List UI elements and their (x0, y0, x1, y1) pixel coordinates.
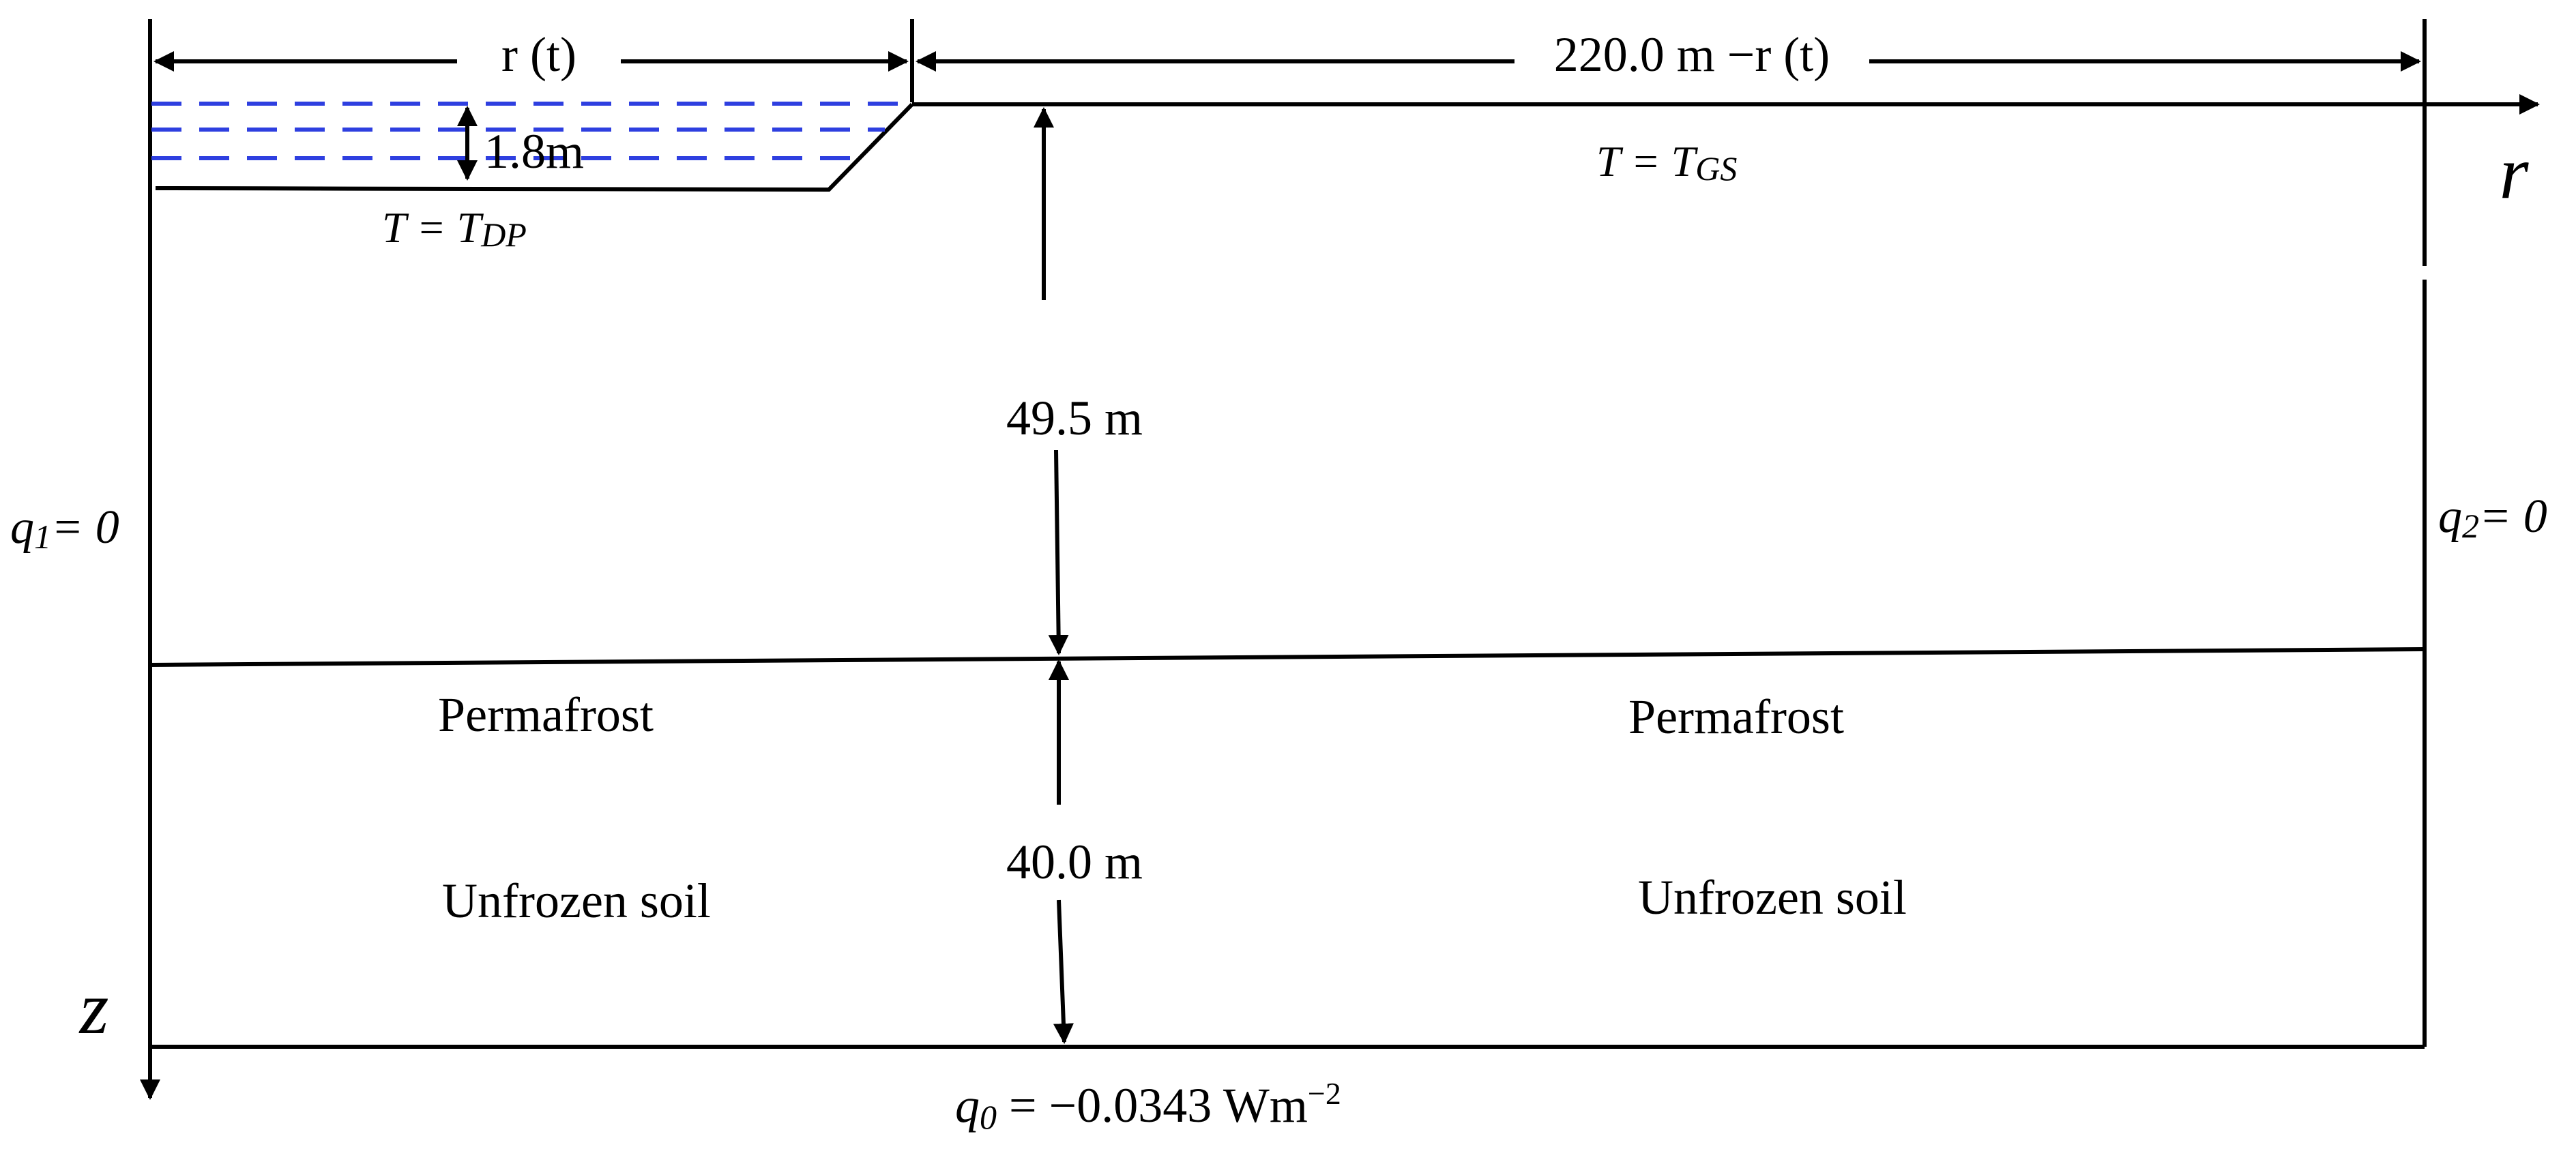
pond-depth-label: 1.8m (484, 124, 584, 179)
q1-label: q1= 0 (10, 501, 119, 556)
r-axis-label: r (2500, 131, 2530, 214)
q2-label: q2= 0 (2438, 490, 2547, 545)
q0-label: q0 = −0.0343 Wm−2 (955, 1076, 1341, 1136)
r-t-label-bg (457, 31, 621, 92)
right-width-label-bg (1514, 31, 1869, 92)
permafrost-table (149, 647, 2425, 667)
depth-bottom-label: 40.0 m (1006, 835, 1143, 889)
t-gs-label: T = TGS (1596, 137, 1737, 188)
right-width-label: 220.0 m −r (t) (1554, 27, 1830, 82)
t-dp-label: T = TDP (382, 203, 527, 254)
z-axis-label: z (78, 966, 109, 1049)
permafrost-left-label: Permafrost (438, 687, 654, 742)
depth-top-arrow-lower (1048, 449, 1069, 655)
unfrozen-left-label: Unfrozen soil (442, 874, 711, 928)
pond-bottom (155, 102, 914, 192)
permafrost-right-label: Permafrost (1628, 689, 1844, 744)
depth-top-label: 49.5 m (1006, 391, 1143, 445)
unfrozen-right-label: Unfrozen soil (1638, 870, 1907, 925)
r-t-label: r (t) (501, 27, 576, 82)
depth-bottom-arrow-lower (1053, 899, 1074, 1044)
